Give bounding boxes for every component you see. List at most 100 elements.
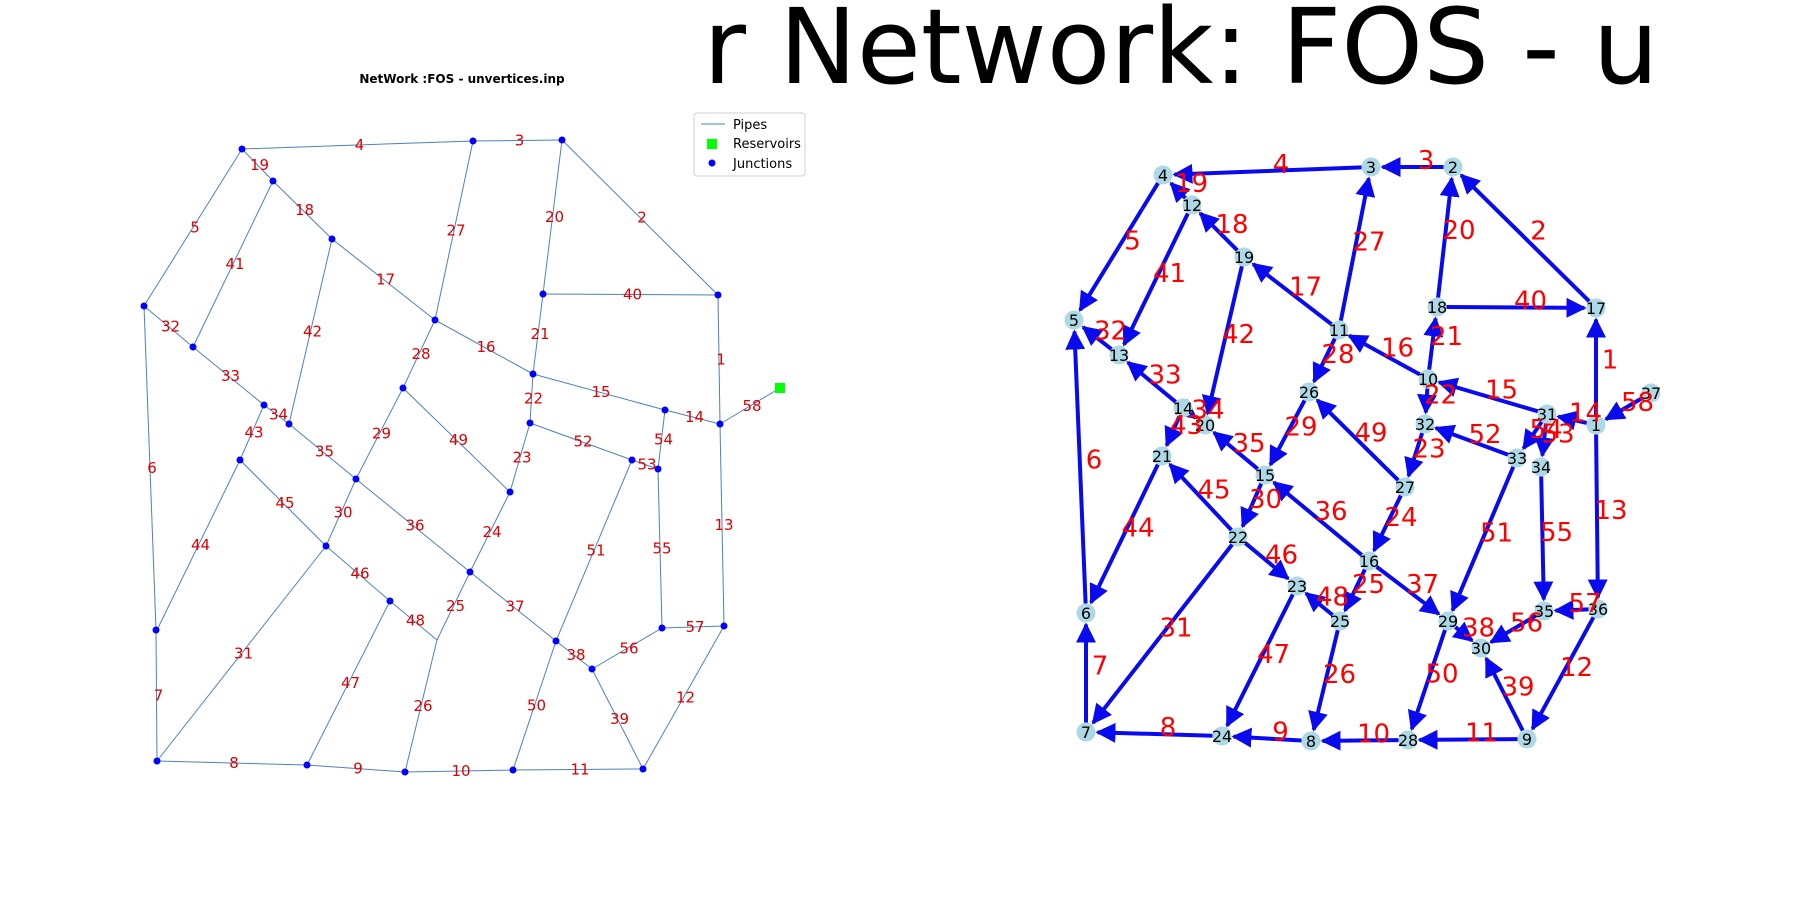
edge-label-48: 48: [1316, 583, 1349, 613]
edge-label-51: 51: [1480, 519, 1513, 549]
node-14: [1173, 398, 1193, 418]
node-15: [1255, 465, 1275, 485]
edge-40: [1446, 297, 1587, 318]
pipe-label-12: 12: [676, 689, 695, 707]
node-label-12: 12: [1182, 196, 1202, 215]
edge-39: [1484, 656, 1525, 732]
junction-10: [431, 316, 439, 324]
edge-label-31: 31: [1159, 614, 1192, 644]
edge-27: [1338, 176, 1376, 322]
pipe-20: [542, 139, 563, 295]
node-21: [1152, 446, 1172, 466]
pipe-51: [555, 459, 633, 642]
edge-23: [1404, 432, 1425, 478]
node-label-27: 27: [1395, 478, 1415, 497]
pipe-2: [561, 139, 719, 296]
legend-pipes-label: Pipes: [733, 118, 767, 133]
node-label-1: 1: [1591, 416, 1601, 435]
pipe-17: [331, 238, 436, 321]
node-label-22: 22: [1228, 528, 1248, 547]
node-17: [1586, 298, 1606, 318]
legend-box: [693, 112, 806, 177]
edge-44: [1089, 463, 1160, 605]
pipe-9: [306, 764, 406, 773]
node-33: [1507, 448, 1527, 468]
legend-reservoir-swatch: [707, 139, 717, 149]
edge-label-17: 17: [1289, 273, 1322, 303]
node-label-13: 13: [1109, 346, 1129, 365]
junction-23: [322, 542, 330, 550]
edge-17: [1251, 262, 1333, 326]
pipe-38: [555, 640, 593, 670]
edge-label-40: 40: [1514, 287, 1547, 317]
node-label-2: 2: [1448, 158, 1458, 177]
edge-32: [1081, 325, 1113, 351]
junction-1: [238, 145, 246, 153]
junction-20: [236, 456, 244, 464]
node-label-14: 14: [1173, 399, 1193, 418]
edge-label-39: 39: [1501, 673, 1534, 703]
edge-2: [1459, 173, 1591, 303]
node-8: [1301, 731, 1321, 751]
legend-reservoirs-label: Reservoirs: [733, 137, 801, 152]
pipe-44: [156, 459, 241, 631]
node-26: [1299, 382, 1319, 402]
node-label-19: 19: [1234, 248, 1254, 267]
pipe-label-35: 35: [315, 443, 334, 461]
node-11: [1329, 320, 1349, 340]
node-label-28: 28: [1398, 731, 1418, 750]
junction-33: [401, 768, 409, 776]
pipe-label-43: 43: [244, 424, 263, 442]
node-24: [1212, 726, 1232, 746]
node-label-31: 31: [1537, 405, 1557, 424]
pipe-label-34: 34: [269, 406, 288, 424]
pipe-label-33: 33: [221, 367, 240, 385]
edge-label-37: 37: [1406, 570, 1439, 600]
node-label-10: 10: [1418, 370, 1438, 389]
edge-label-47: 47: [1257, 640, 1290, 670]
junction-24: [466, 568, 474, 576]
edge-14: [1556, 410, 1588, 431]
node-label-37: 37: [1641, 384, 1661, 403]
pipe-26: [404, 639, 438, 773]
edge-label-36: 36: [1314, 497, 1347, 527]
pipe-32: [143, 305, 194, 348]
edge-label-43: 43: [1170, 411, 1203, 441]
edge-label-41: 41: [1153, 259, 1186, 289]
pipe-label-24: 24: [482, 523, 501, 541]
pipe-27: [434, 140, 474, 321]
pipe-label-20: 20: [545, 208, 564, 226]
edge-label-16: 16: [1381, 334, 1414, 364]
pipe-58: [719, 387, 781, 425]
edge-53: [1534, 423, 1555, 458]
edge-label-20: 20: [1442, 216, 1475, 246]
pipe-label-57: 57: [685, 618, 704, 636]
node-label-25: 25: [1330, 612, 1350, 631]
junction-6: [714, 291, 722, 299]
node-35: [1534, 601, 1554, 621]
pipe-6: [143, 305, 157, 631]
pipe-label-25: 25: [446, 597, 465, 615]
edge-label-55: 55: [1540, 518, 1573, 548]
junction-28: [658, 624, 666, 632]
pipe-label-4: 4: [355, 136, 365, 154]
pipe-54: [657, 409, 666, 470]
edge-label-27: 27: [1352, 228, 1385, 258]
edge-label-23: 23: [1412, 435, 1445, 465]
edge-label-6: 6: [1086, 446, 1103, 476]
pipe-label-14: 14: [685, 408, 704, 426]
edge-label-44: 44: [1121, 514, 1154, 544]
pipe-8: [156, 760, 308, 766]
junction-8: [140, 302, 148, 310]
edge-57: [1553, 599, 1589, 620]
node-label-17: 17: [1586, 299, 1606, 318]
pipe-7: [155, 629, 158, 762]
node-label-34: 34: [1531, 458, 1551, 477]
node-label-3: 3: [1366, 158, 1376, 177]
pipe-label-10: 10: [451, 762, 470, 780]
pipe-52: [529, 422, 633, 461]
pipe-4: [241, 140, 474, 150]
